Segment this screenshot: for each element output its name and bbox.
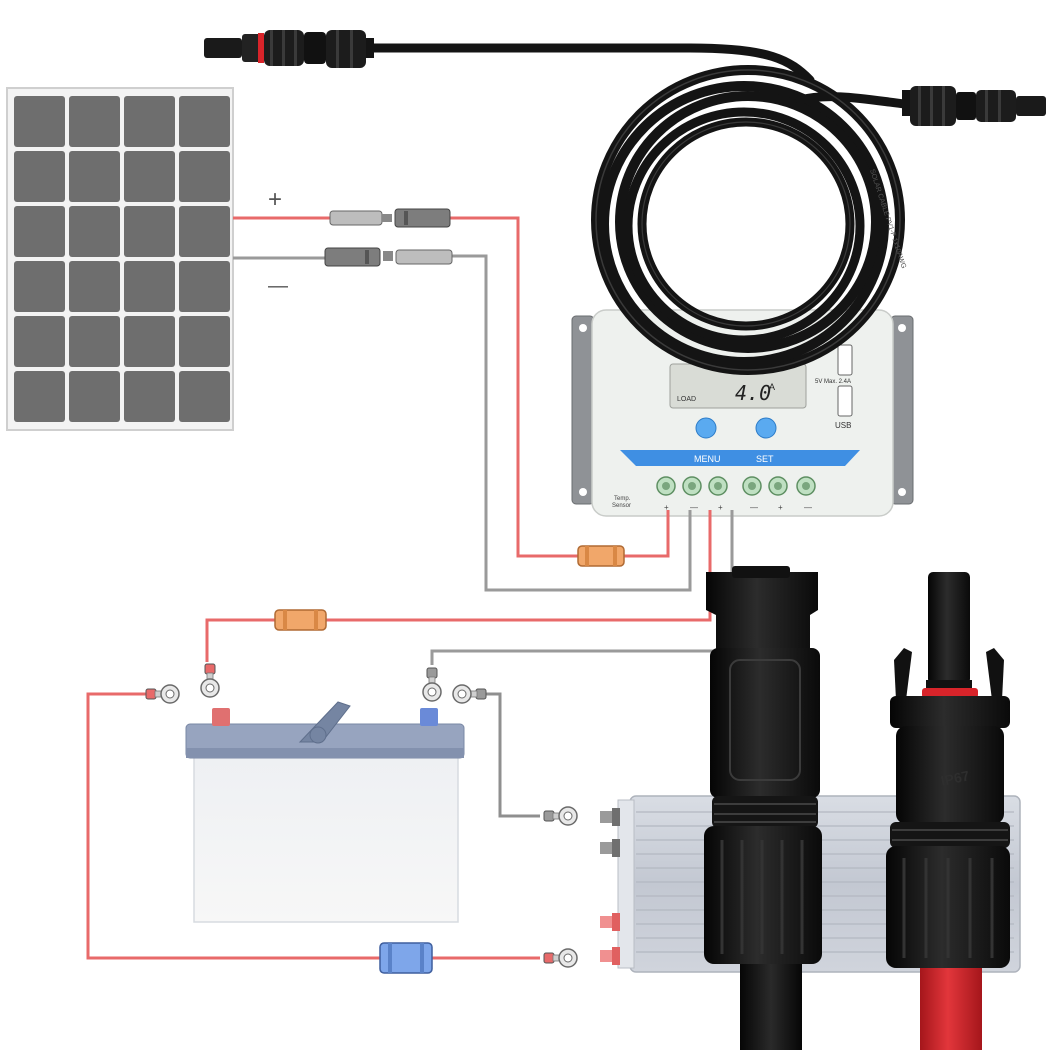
set-label: SET — [756, 454, 774, 464]
controller-display-load: LOAD — [677, 396, 696, 403]
ring-terminal — [200, 663, 220, 698]
controller-terminal-sign: + — [778, 503, 783, 512]
solar-cell — [179, 151, 230, 202]
solar-cell — [124, 96, 175, 147]
solar-cell — [14, 316, 65, 367]
panel-plus-label: + — [268, 186, 282, 213]
solar-cell — [69, 261, 120, 312]
solar-cell — [69, 206, 120, 257]
charge-controller: LOAD 4.0 A 5V Max. 2.4A USB MENU SET Tem… — [571, 309, 914, 530]
solar-cell — [179, 206, 230, 257]
battery-fuse — [274, 609, 327, 631]
cable-connector-top-right — [902, 86, 1046, 126]
solar-cell — [124, 206, 175, 257]
ring-terminal — [145, 684, 180, 704]
inverter-terminal-neg-1 — [600, 808, 620, 826]
solar-cell — [14, 261, 65, 312]
solar-cell — [124, 371, 175, 422]
ring-terminal — [452, 684, 487, 704]
battery-positive-wire-top — [205, 526, 712, 662]
solar-cell — [124, 261, 175, 312]
panel-mc4-negative-pair — [324, 247, 453, 267]
solar-cell — [69, 96, 120, 147]
solar-cell — [124, 151, 175, 202]
panel-positive-wire — [233, 216, 670, 558]
inverter-terminal-pos-1 — [600, 913, 620, 931]
panel-minus-label: — — [268, 275, 288, 297]
battery-positive-to-inverter-wire — [86, 692, 540, 960]
controller-display-value: 4.0 — [735, 381, 771, 405]
usb-port-1[interactable] — [837, 344, 853, 376]
temp-sensor-label-1: Temp. — [614, 496, 631, 502]
controller-terminal-sign: + — [664, 503, 669, 512]
solar-panel — [6, 87, 234, 431]
controller-terminal-sign: — — [750, 503, 758, 512]
ring-terminal — [543, 806, 578, 826]
solar-cell — [179, 371, 230, 422]
usb-port-2[interactable] — [837, 385, 853, 417]
usb-spec-label: 5V Max. 2.4A — [815, 379, 851, 385]
solar-cell — [14, 371, 65, 422]
inverter-fuse — [379, 942, 433, 974]
inverter-terminal-neg-2 — [600, 839, 620, 857]
ring-terminals — [145, 663, 578, 968]
mc4-male-connector: IP67 — [886, 572, 1010, 1050]
solar-cell — [124, 316, 175, 367]
solar-cell — [14, 96, 65, 147]
cable-connector-top-left — [204, 30, 374, 68]
solar-cell — [14, 151, 65, 202]
controller-terminal-sign: + — [718, 503, 723, 512]
controller-terminal-sign: — — [804, 503, 812, 512]
mc4-female-connector — [704, 566, 822, 1050]
controller-display-unit: A — [769, 382, 775, 392]
battery-positive-post — [212, 708, 230, 726]
battery-negative-to-inverter-wire — [485, 692, 540, 818]
battery-negative-post — [420, 708, 438, 726]
solar-cell — [69, 151, 120, 202]
menu-button[interactable] — [695, 417, 717, 439]
battery — [185, 701, 465, 923]
inverter-terminal-pos-2 — [600, 947, 620, 965]
solar-cell — [179, 261, 230, 312]
controller-fuse — [577, 545, 625, 567]
menu-label: MENU — [694, 454, 721, 464]
controller-terminal-signs: + — + — + — — [664, 503, 812, 512]
panel-negative-wire — [233, 254, 692, 592]
controller-terminal-sign: — — [690, 503, 698, 512]
controller-terminals — [656, 476, 816, 496]
coiled-extension-cable — [367, 43, 910, 375]
panel-mc4-positive-pair — [329, 208, 451, 228]
solar-cell — [179, 316, 230, 367]
solar-cell — [69, 316, 120, 367]
ring-terminal — [543, 948, 578, 968]
solar-cell — [179, 96, 230, 147]
solar-cells — [14, 96, 230, 422]
solar-cell — [14, 206, 65, 257]
temp-sensor-label-2: Sensor — [612, 503, 631, 509]
usb-label: USB — [835, 421, 851, 430]
ring-terminal — [422, 667, 442, 702]
mc4-ip-marking: IP67 — [939, 767, 971, 789]
solar-cell — [69, 371, 120, 422]
controller-band — [620, 450, 860, 466]
set-button[interactable] — [755, 417, 777, 439]
